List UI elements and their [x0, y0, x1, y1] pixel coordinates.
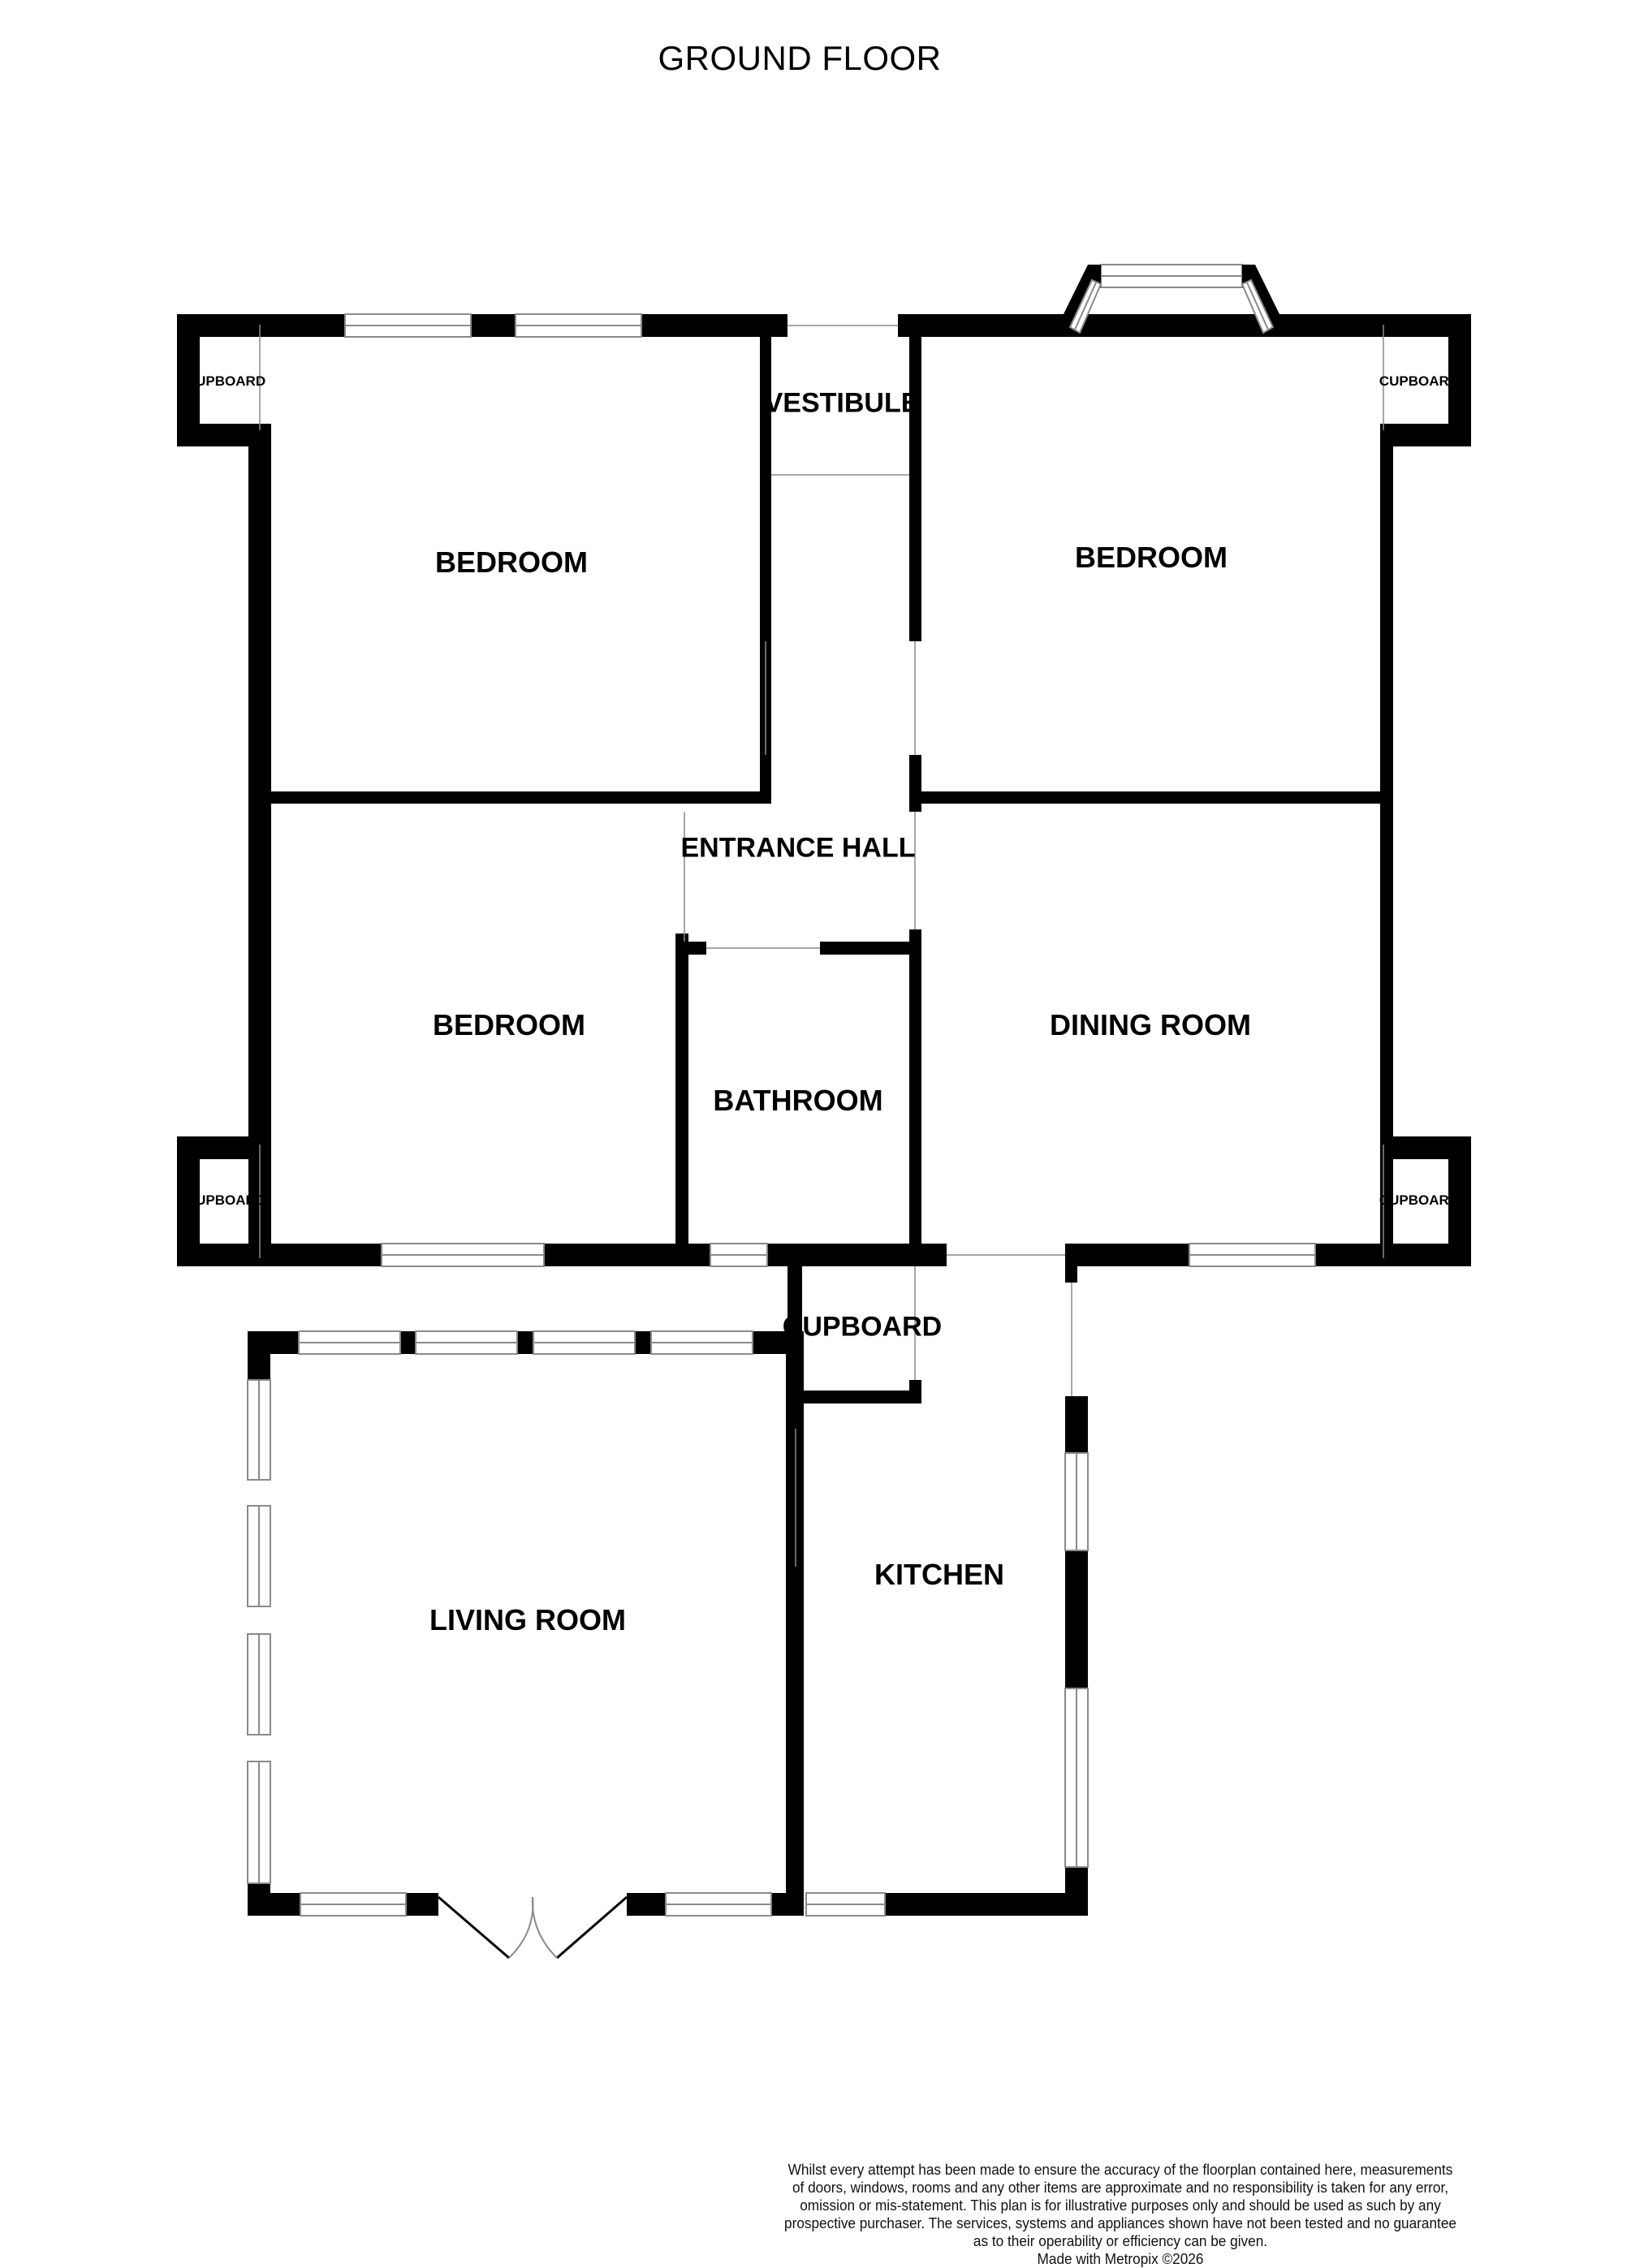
window [515, 313, 642, 338]
floor-title: GROUND FLOOR [658, 39, 942, 77]
wall-segment [760, 755, 771, 804]
credit: Made with Metropix ©2026 [1037, 2250, 1204, 2267]
wall-segment [802, 1391, 921, 1403]
wall-segment [909, 791, 1380, 804]
wall-segment [1380, 424, 1471, 446]
wall-segment [675, 934, 688, 1258]
room-label-entrance-hall: ENTRANCE HALL [680, 832, 916, 864]
disclaimer-line: Whilst every attempt has been made to en… [787, 2161, 1453, 2178]
room-label-cupboard-bl: CUPBOARD [185, 1192, 266, 1208]
disclaimer-line: of doors, windows, rooms and any other i… [792, 2179, 1449, 2196]
room-label-cupboard-tl: CUPBOARD [185, 373, 266, 389]
window [1064, 1688, 1089, 1868]
wall-segment [406, 1893, 438, 1916]
wall-segment [248, 1331, 270, 1380]
wall-segment [1065, 1867, 1088, 1916]
room-label-living-room: LIVING ROOM [429, 1603, 626, 1636]
bay-window [1055, 265, 1288, 337]
wall-segment [675, 942, 706, 955]
wall-segment [792, 1567, 804, 1916]
window [300, 1892, 407, 1917]
window [665, 1892, 772, 1917]
wall-segment [248, 1893, 300, 1916]
disclaimer: Whilst every attempt has been made to en… [743, 2161, 1498, 2268]
window [247, 1379, 271, 1481]
wall-segment [177, 314, 787, 337]
window [1189, 1243, 1316, 1267]
disclaimer-line: omission or mis-statement. This plan is … [800, 2197, 1441, 2214]
window [415, 1330, 518, 1355]
disclaimer-line: as to their operability or efficiency ca… [973, 2232, 1268, 2249]
wall-segment [1065, 1550, 1088, 1688]
wall-segment [909, 325, 921, 641]
room-label-vestibule: VESTIBULE [764, 387, 920, 419]
window [381, 1243, 545, 1267]
disclaimer-line: prospective purchaser. The services, sys… [784, 2214, 1456, 2231]
room-label-cupboard-tr: CUPBOARD [1379, 373, 1460, 389]
window [533, 1330, 636, 1355]
window [1100, 264, 1243, 288]
wall-segment [627, 1893, 666, 1916]
windows [247, 264, 1316, 1917]
wall-segment [760, 325, 771, 641]
room-label-cupboard-br: CUPBOARD [1379, 1192, 1460, 1208]
french-doors [438, 1895, 628, 1960]
wall-segment [909, 929, 921, 1266]
wall-segment [1065, 1244, 1077, 1283]
room-label-dining-room: DINING ROOM [1050, 1008, 1251, 1041]
room-label-kitchen: KITCHEN [874, 1558, 1004, 1591]
wall-segment [885, 1893, 1088, 1916]
window [247, 1761, 271, 1884]
room-label-bathroom: BATHROOM [713, 1084, 883, 1117]
window [710, 1243, 768, 1267]
wall-segment [1380, 424, 1393, 1266]
window [805, 1892, 886, 1917]
window [247, 1505, 271, 1607]
window [650, 1330, 753, 1355]
door-openings [259, 325, 1384, 1567]
room-label-bedroom-2: BEDROOM [1075, 541, 1228, 574]
walls [177, 314, 1471, 1916]
room-label-bedroom-3: BEDROOM [433, 1008, 585, 1041]
window [247, 1633, 271, 1735]
window [1064, 1452, 1089, 1551]
window [344, 313, 472, 338]
room-label-bedroom-1: BEDROOM [435, 545, 588, 579]
wall-segment [1065, 1396, 1088, 1453]
room-label-cupboard-hall: CUPBOARD [782, 1311, 943, 1343]
wall-segment [248, 424, 271, 1266]
window [298, 1330, 401, 1355]
wall-segment [820, 942, 921, 955]
wall-segment [898, 314, 1471, 337]
wall-segment [909, 1380, 921, 1403]
wall-segment [270, 791, 771, 804]
